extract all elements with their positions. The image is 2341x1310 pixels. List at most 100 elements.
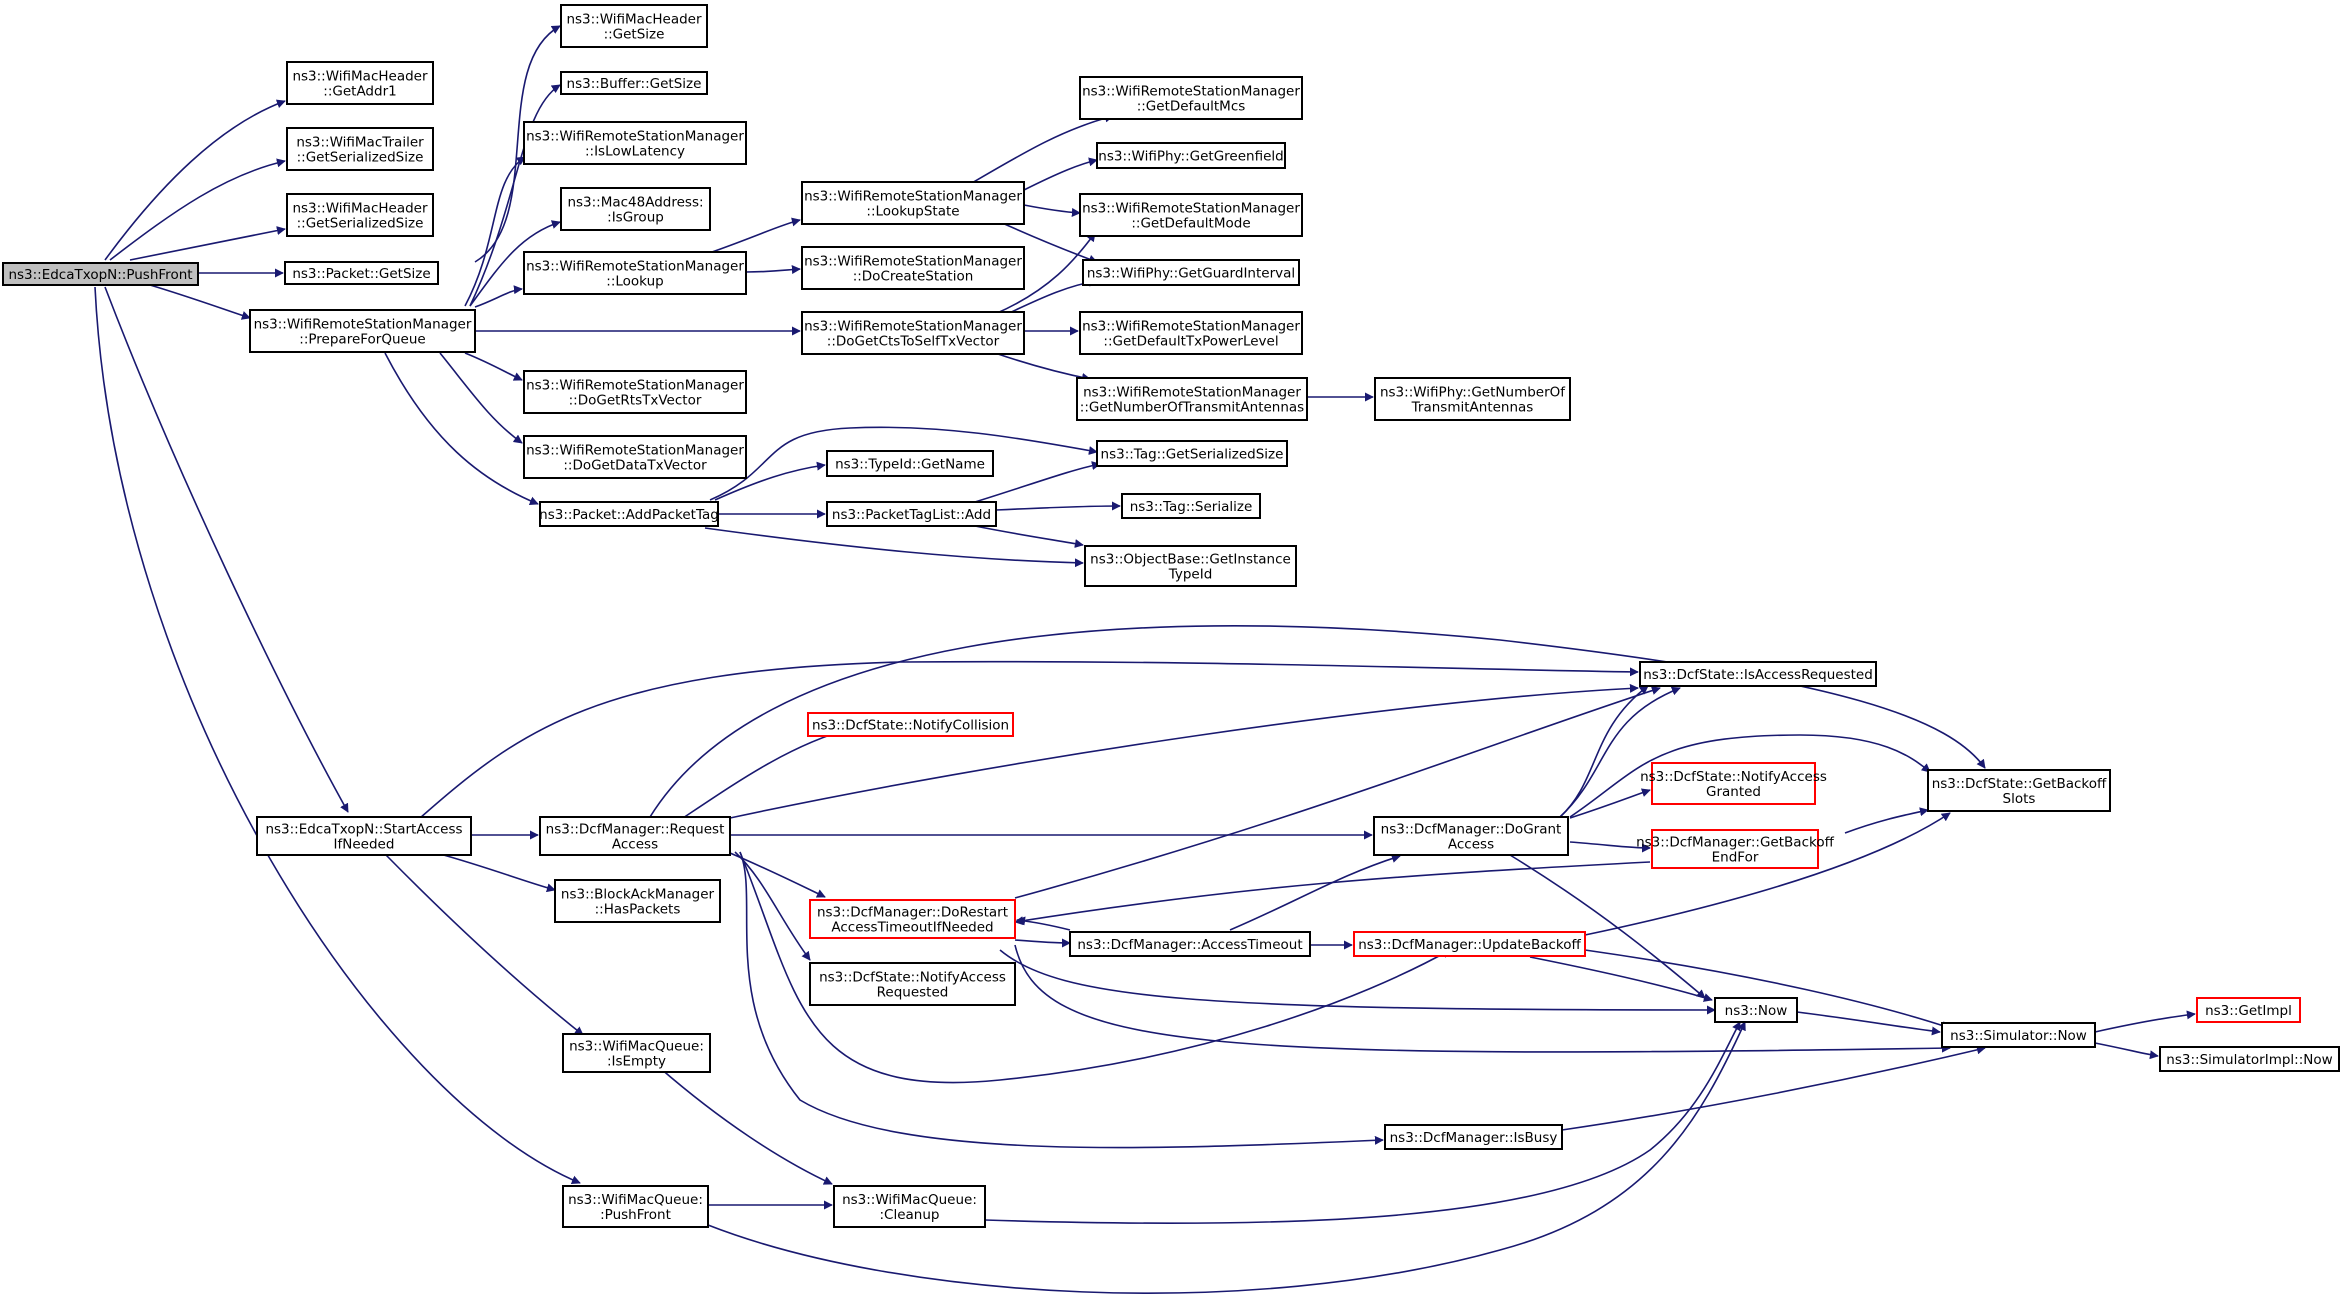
root-box: [2, 262, 199, 286]
isBusy-box: [1384, 1124, 1563, 1150]
lookupState-label-line: ns3::WifiRemoteStationManager: [804, 189, 1022, 205]
doGrant-label-line: ns3::DcfManager::DoGrant: [1381, 822, 1562, 838]
node-defTxPower[interactable]: ns3::WifiRemoteStationManager::GetDefaul…: [1079, 311, 1303, 355]
backoffEnd-label-line: ns3::DcfManager::GetBackoff: [1636, 835, 1834, 851]
node-numAnt[interactable]: ns3::WifiRemoteStationManager::GetNumber…: [1076, 377, 1308, 421]
edge-prepare-to-isGroup: [469, 220, 561, 307]
defMcs-label-line: ::GetDefaultMcs: [1137, 99, 1246, 115]
dataTx-label-line: ns3::WifiRemoteStationManager: [526, 443, 744, 459]
node-simNow[interactable]: ns3::Simulator::Now: [1941, 1022, 2096, 1048]
node-addTag[interactable]: ns3::Packet::AddPacketTag: [539, 501, 719, 527]
isGroup-box: [560, 187, 711, 231]
notifyColl-box: [807, 712, 1014, 737]
edge-root-to-qPushFront: [94, 286, 581, 1185]
notifyColl-label-line: ns3::DcfState::NotifyCollision: [812, 718, 1009, 734]
node-tagListAdd[interactable]: ns3::PacketTagList::Add: [826, 501, 997, 527]
edge-root-to-macHdrSerSize: [129, 226, 286, 261]
node-macHdrGetSize[interactable]: ns3::WifiMacHeader::GetSize: [560, 4, 708, 48]
node-isBusy[interactable]: ns3::DcfManager::IsBusy: [1384, 1124, 1563, 1150]
node-bufGetSize[interactable]: ns3::Buffer::GetSize: [560, 71, 708, 95]
node-pktGetSize[interactable]: ns3::Packet::GetSize: [284, 261, 439, 285]
node-defMode[interactable]: ns3::WifiRemoteStationManager::GetDefaul…: [1079, 193, 1303, 237]
dataTx-box: [523, 435, 747, 479]
edge-lookup-to-doCreate: [745, 265, 801, 275]
node-qPushFront[interactable]: ns3::WifiMacQueue::PushFront: [562, 1185, 709, 1228]
edge-lookupState-to-greenfield: [1023, 157, 1098, 191]
node-lookupState[interactable]: ns3::WifiRemoteStationManager::LookupSta…: [801, 181, 1025, 225]
node-cleanup[interactable]: ns3::WifiMacQueue::Cleanup: [833, 1185, 986, 1228]
addTag-label-line: ns3::Packet::AddPacketTag: [539, 507, 719, 523]
node-prepare[interactable]: ns3::WifiRemoteStationManager::PrepareFo…: [249, 309, 476, 353]
edge-startAccess-to-isAccessReq: [419, 660, 1639, 819]
node-guard[interactable]: ns3::WifiPhy::GetGuardInterval: [1082, 259, 1300, 286]
node-implNow[interactable]: ns3::SimulatorImpl::Now: [2159, 1046, 2340, 1072]
macHdrAddr1-label-line: ns3::WifiMacHeader: [292, 69, 428, 85]
accTimeout-box: [1069, 931, 1311, 957]
edge-prepare-to-rtsTx: [464, 352, 523, 381]
edge-root-to-startAccess: [104, 286, 349, 813]
edge-reqAccess-to-isBusy: [739, 851, 1384, 1149]
node-rtsTx[interactable]: ns3::WifiRemoteStationManager::DoGetRtsT…: [523, 370, 747, 414]
getBackoffSlots-label-line: ns3::DcfState::GetBackoff: [1932, 776, 2107, 792]
node-now[interactable]: ns3::Now: [1714, 997, 1798, 1023]
node-restart[interactable]: ns3::DcfManager::DoRestartAccessTimeoutI…: [809, 899, 1016, 939]
node-notifyColl[interactable]: ns3::DcfState::NotifyCollision: [807, 712, 1014, 737]
isAccessReq-label-line: ns3::DcfState::IsAccessRequested: [1643, 667, 1873, 683]
macHdrGetSize-label-line: ns3::WifiMacHeader: [566, 12, 702, 28]
node-root[interactable]: ns3::EdcaTxopN::PushFront: [2, 262, 199, 286]
ctsSelf-box: [801, 311, 1025, 355]
phyNumAnt-label-line: ns3::WifiPhy::GetNumberOf: [1380, 385, 1566, 401]
edge-reqAccess-to-getBackoffSlots: [649, 624, 1986, 818]
node-ctsSelf[interactable]: ns3::WifiRemoteStationManager::DoGetCtsT…: [801, 311, 1025, 355]
macHdrAddr1-label-line: ::GetAddr1: [323, 84, 396, 100]
edge-doGrant-to-backoffEnd: [1569, 841, 1651, 853]
node-trailerSize[interactable]: ns3::WifiMacTrailer::GetSerializedSize: [286, 127, 434, 171]
getBackoffSlots-box: [1927, 769, 2111, 812]
lookup-label-line: ::Lookup: [606, 274, 663, 290]
node-isGroup[interactable]: ns3::Mac48Address::IsGroup: [560, 187, 711, 231]
node-accTimeout[interactable]: ns3::DcfManager::AccessTimeout: [1069, 931, 1311, 957]
implNow-box: [2159, 1046, 2340, 1072]
macHdrSerSize-box: [286, 193, 434, 237]
node-greenfield[interactable]: ns3::WifiPhy::GetGreenfield: [1096, 142, 1286, 169]
node-isLowLatency[interactable]: ns3::WifiRemoteStationManager::IsLowLate…: [523, 121, 747, 165]
dataTx-label-line: ::DoGetDataTxVector: [563, 458, 707, 474]
node-blockAck[interactable]: ns3::BlockAckManager::HasPackets: [554, 879, 721, 923]
doCreate-box: [801, 246, 1025, 290]
node-getImpl[interactable]: ns3::GetImpl: [2196, 997, 2301, 1023]
edge-accTimeout-to-doGrant: [1229, 854, 1401, 931]
node-isAccessReq[interactable]: ns3::DcfState::IsAccessRequested: [1639, 661, 1877, 687]
node-defMcs[interactable]: ns3::WifiRemoteStationManager::GetDefaul…: [1079, 76, 1303, 120]
node-tagSerSize[interactable]: ns3::Tag::GetSerializedSize: [1096, 440, 1288, 467]
bufGetSize-label-line: ns3::Buffer::GetSize: [567, 76, 702, 92]
node-doCreate[interactable]: ns3::WifiRemoteStationManager::DoCreateS…: [801, 246, 1025, 290]
node-updBackoff[interactable]: ns3::DcfManager::UpdateBackoff: [1353, 931, 1586, 957]
edge-doGrant-to-getBackoffSlots: [1569, 734, 1931, 818]
typeName-box: [826, 450, 994, 477]
notifyReq-label-line: ns3::DcfState::NotifyAccess: [819, 970, 1006, 986]
node-tagSerialize[interactable]: ns3::Tag::Serialize: [1121, 493, 1261, 519]
edge-lookupState-to-defMode: [1023, 204, 1081, 217]
restart-label-line: AccessTimeoutIfNeeded: [831, 920, 993, 936]
ctsSelf-label-line: ns3::WifiRemoteStationManager: [804, 319, 1022, 335]
lookup-box: [523, 251, 747, 295]
edge-addTag-to-typeName: [714, 461, 826, 501]
node-isEmpty[interactable]: ns3::WifiMacQueue::IsEmpty: [562, 1033, 711, 1073]
edge-lookupState-to-guard: [999, 221, 1098, 264]
node-lookup[interactable]: ns3::WifiRemoteStationManager::Lookup: [523, 251, 747, 295]
node-phyNumAnt[interactable]: ns3::WifiPhy::GetNumberOfTransmitAntenna…: [1374, 377, 1571, 421]
now-label-line: ns3::Now: [1725, 1003, 1788, 1019]
now-box: [1714, 997, 1798, 1023]
node-dataTx[interactable]: ns3::WifiRemoteStationManager::DoGetData…: [523, 435, 747, 479]
node-macHdrAddr1[interactable]: ns3::WifiMacHeader::GetAddr1: [286, 61, 434, 105]
node-typeName[interactable]: ns3::TypeId::GetName: [826, 450, 994, 477]
node-macHdrSerSize[interactable]: ns3::WifiMacHeader::GetSerializedSize: [286, 193, 434, 237]
